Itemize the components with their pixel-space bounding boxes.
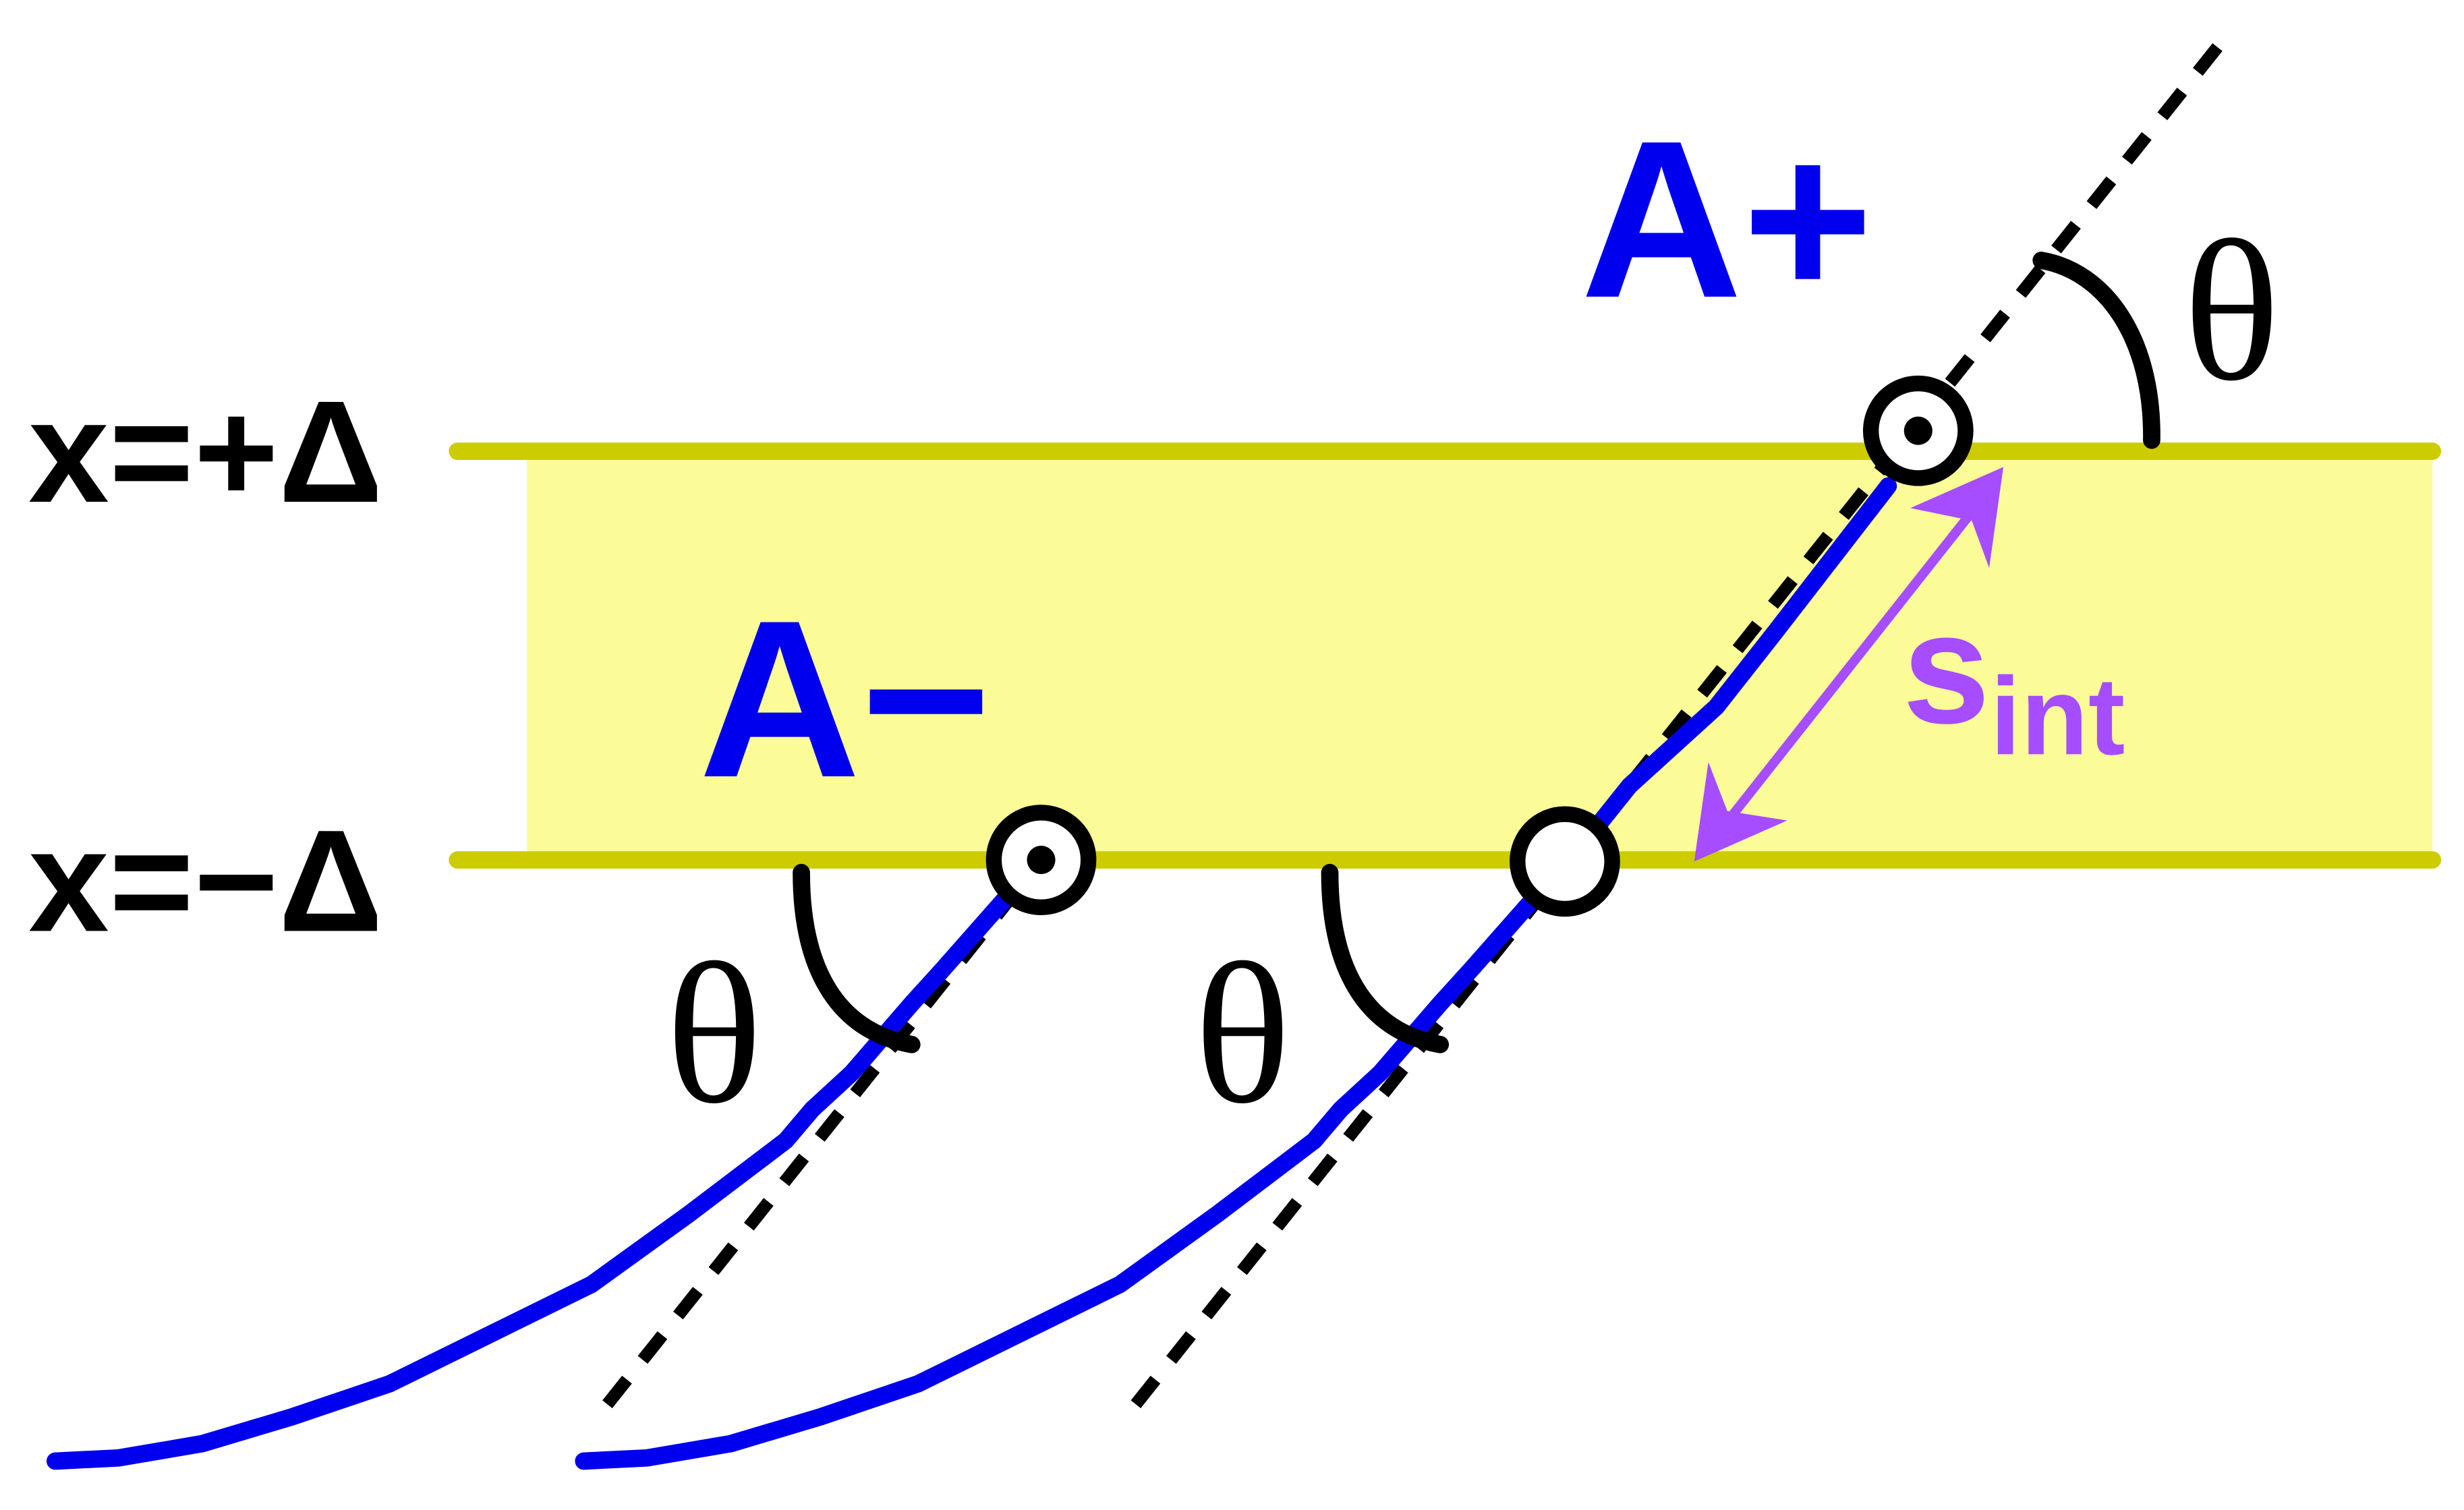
label-theta-middle: θ <box>1194 921 1290 1145</box>
label-x-plus-delta: x=+Δ <box>28 370 383 533</box>
a-plus-point <box>1862 375 1974 486</box>
interface-band <box>527 451 2433 861</box>
theta-arc-top <box>2032 252 2160 449</box>
label-x-minus-delta: x=−Δ <box>28 799 383 962</box>
label-theta-top: θ <box>2183 198 2280 422</box>
dashed-tangent-right <box>1130 30 2233 1409</box>
theta-arc-left <box>793 863 921 1053</box>
label-a-plus: A+ <box>1580 94 1873 345</box>
s-int-arrowhead-bottom <box>1694 762 1787 862</box>
curve-left <box>46 879 1023 1470</box>
label-a-minus: A− <box>699 574 992 824</box>
a-plus-dot <box>1903 416 1932 445</box>
label-s-int-main: s <box>1902 579 1990 756</box>
s-int-arrow-shaft <box>1721 505 1979 827</box>
curve-right <box>575 477 1897 1470</box>
label-s-int: sint <box>1902 579 2125 778</box>
a-minus-point <box>985 805 1097 915</box>
theta-arc-middle <box>1321 863 1450 1053</box>
s-int-arrow <box>1694 467 2004 862</box>
label-theta-left: θ <box>666 921 762 1145</box>
a-minus-dot <box>1027 846 1056 875</box>
interface-crossing-point <box>1510 806 1620 917</box>
s-int-arrowhead-top <box>1910 467 2004 569</box>
label-s-int-sub: int <box>1990 654 2125 778</box>
